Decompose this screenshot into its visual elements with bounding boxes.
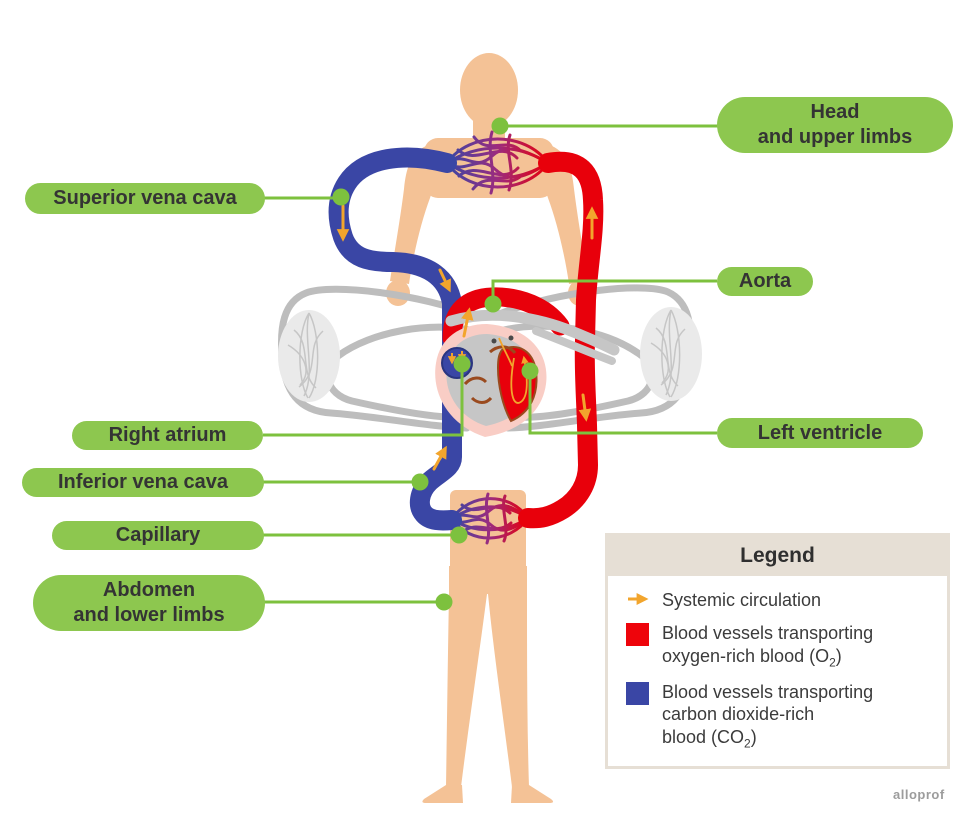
label-inferior-vena-cava: Inferior vena cava (22, 468, 264, 497)
blue-square-icon (626, 682, 649, 706)
label-head-upper-limbs: Head and upper limbs (717, 97, 953, 153)
left-arm (390, 146, 436, 284)
label-text: Superior vena cava (53, 187, 237, 209)
pulmonary-trunk (445, 309, 620, 365)
label-left-ventricle: Left ventricle (717, 418, 923, 448)
legend-text: Systemic circulation (662, 590, 822, 610)
label-text: Abdomen and lower limbs (73, 579, 225, 626)
red-square-icon (626, 623, 649, 647)
label-abdomen-lower-limbs: Abdomen and lower limbs (33, 575, 265, 631)
label-text: Right atrium (108, 424, 227, 446)
label-text: Aorta (738, 270, 792, 292)
orange-arrow-icon (626, 593, 662, 605)
label-text: Capillary (115, 524, 201, 546)
annotation-connectors (262, 124, 718, 604)
vena-cava-vessel (328, 147, 462, 531)
left-leg (446, 566, 487, 787)
label-superior-vena-cava: Superior vena cava (25, 183, 265, 214)
right-arm (542, 146, 588, 284)
label-text: Left ventricle (757, 421, 883, 444)
right-leg (488, 566, 529, 787)
alloprof-watermark: alloprof (893, 787, 945, 802)
systemic-flow-arrows (336, 204, 599, 471)
lungs (278, 307, 702, 402)
artery-vessel (518, 151, 604, 529)
label-text: Inferior vena cava (57, 471, 229, 493)
legend-title: Legend (608, 536, 947, 576)
legend-item-systemic-circulation: Systemic circulation (626, 589, 933, 611)
right-foot (511, 785, 554, 803)
annotation-dots (332, 117, 539, 611)
label-capillary: Capillary (52, 521, 264, 550)
label-aorta: Aorta (717, 267, 813, 296)
label-text: Head and upper limbs (757, 101, 913, 148)
left-foot (422, 785, 463, 803)
label-right-atrium: Right atrium (72, 421, 263, 450)
legend-body: Systemic circulation Blood vessels trans… (608, 576, 947, 751)
legend: Legend Systemic circulation Blood vessel… (605, 533, 950, 769)
